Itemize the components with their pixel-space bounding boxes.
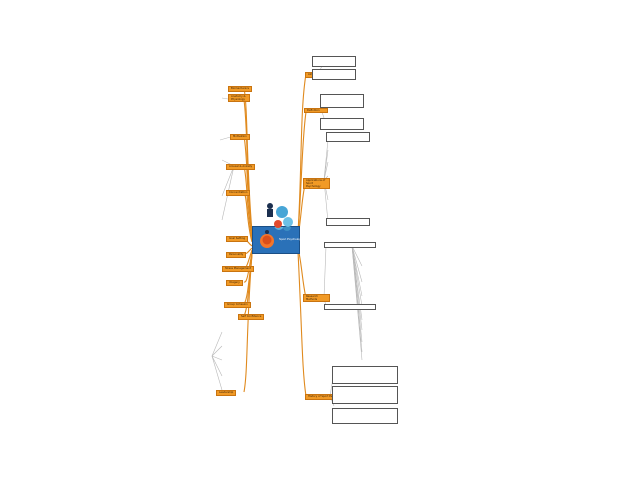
aims-note-1 [312, 56, 356, 67]
research-text-3 [372, 276, 406, 288]
leadership-text-3 [164, 370, 212, 384]
anatomy-text [172, 96, 218, 104]
motivation-text-2 [152, 126, 216, 154]
definition-note-1 [320, 94, 364, 108]
branch-anatomy[interactable]: Anatomy & Physiology [228, 94, 250, 102]
goal-text [168, 230, 222, 238]
leadership-text-2 [162, 344, 212, 366]
branch-stress[interactable]: Stress Management [222, 266, 254, 272]
branch-group-cohesion[interactable]: Group Cohesion [224, 302, 251, 308]
research-header [324, 242, 376, 248]
research-text-5 [372, 314, 406, 324]
arousal-text-1 [168, 154, 220, 176]
leadership-text-4 [162, 386, 212, 398]
history-note-3 [332, 408, 398, 424]
history-note-1 [332, 366, 398, 384]
branch-goal-setting[interactable]: Goal Setting [226, 236, 249, 242]
research-text-1 [348, 250, 382, 262]
research-text-4 [376, 292, 410, 302]
aims-note-2 [312, 69, 356, 80]
definition-note-2 [320, 118, 364, 130]
applications-note [326, 132, 370, 142]
arousal-text-3 [168, 196, 220, 214]
central-topic-title: Sport Psychology [279, 237, 303, 241]
branch-imagery[interactable]: Imagery [226, 280, 243, 286]
figure-illustration [267, 203, 293, 228]
applications-text [372, 214, 404, 226]
personality-text [164, 240, 216, 254]
branch-personality[interactable]: Personality [226, 252, 247, 258]
branch-definition[interactable]: Definition [304, 108, 328, 113]
branch-arousal[interactable]: Arousal & Anxiety [226, 164, 256, 170]
research-footer [324, 304, 376, 310]
definition-text [368, 116, 404, 134]
leadership-text-1 [160, 324, 212, 344]
central-illustration [260, 227, 291, 248]
arousal-text-2 [168, 178, 220, 196]
applications-note-2 [326, 218, 370, 226]
branch-self-confidence[interactable]: Self Confidence [238, 314, 265, 320]
branch-concentration[interactable]: Concentration [226, 190, 251, 196]
history-note-2 [332, 386, 398, 404]
research-text-7 [372, 346, 406, 354]
branch-motivation[interactable]: Motivation [230, 134, 250, 140]
concentration-text [168, 214, 222, 228]
research-text-6 [372, 330, 406, 342]
confidence-text [158, 304, 210, 320]
central-topic[interactable]: Sport Psychology [252, 226, 303, 254]
branch-research-methods[interactable]: Research Methods [303, 294, 330, 302]
branch-applications[interactable]: Applications of Sport Psychology [303, 178, 330, 189]
group-text [158, 288, 212, 302]
branch-leadership[interactable]: Leadership [216, 390, 237, 396]
applications-side-text [410, 208, 446, 230]
branch-biomechanics[interactable]: Biomechanics [228, 86, 253, 92]
